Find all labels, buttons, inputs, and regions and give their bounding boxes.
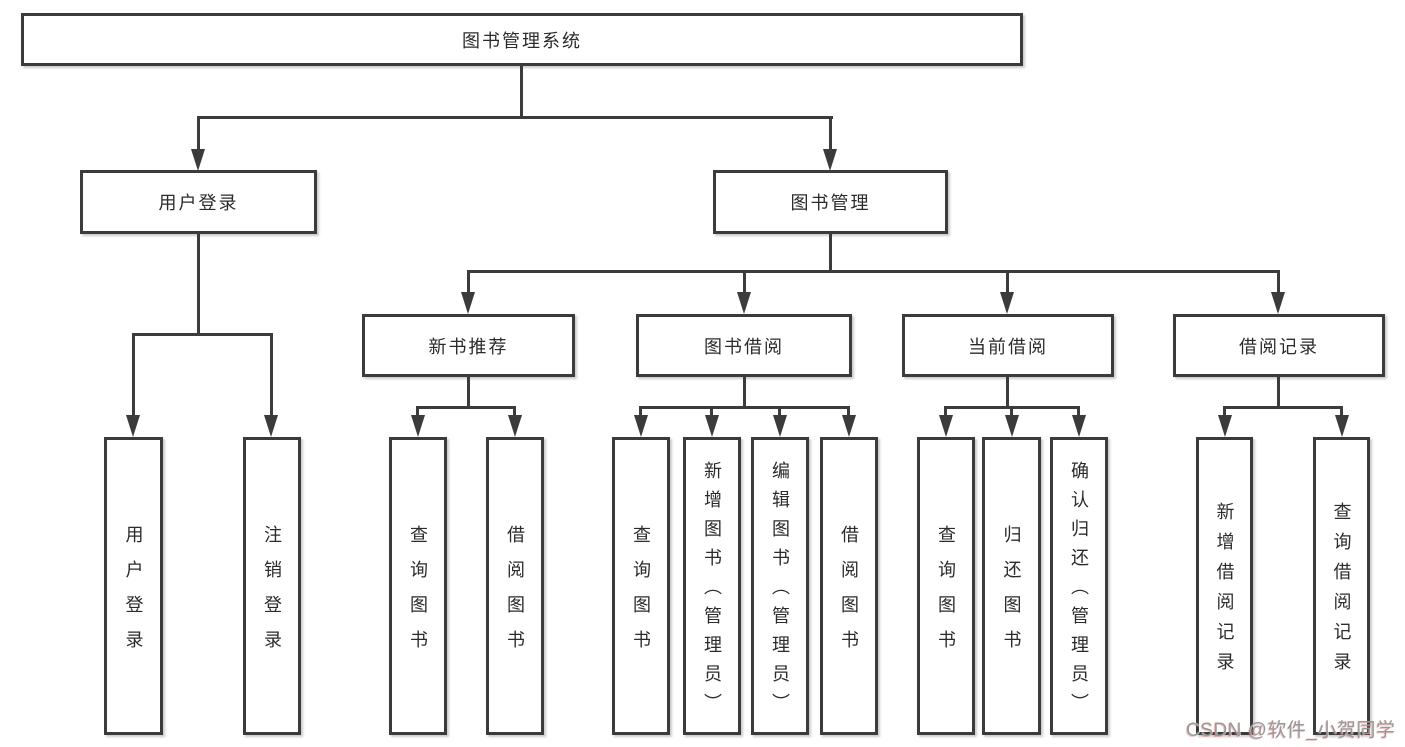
node-new-book-recommend: 新书推荐 — [362, 314, 575, 377]
connector-line-horizontal — [197, 116, 833, 119]
arrow-down-icon — [1005, 415, 1019, 437]
node-label: 借阅图书 — [839, 524, 859, 665]
arrow-down-icon — [264, 415, 278, 437]
node-book-management: 图书管理 — [713, 170, 948, 234]
node-label: 新书推荐 — [428, 336, 509, 357]
connector-line-vertical — [743, 270, 746, 294]
connector-line-vertical — [1277, 270, 1280, 294]
connector-line-horizontal — [416, 406, 516, 409]
arrow-down-icon — [705, 415, 719, 437]
arrow-down-icon — [191, 149, 205, 171]
arrow-down-icon — [842, 415, 856, 437]
node-label: 注销登录 — [262, 524, 282, 665]
node-label: 图书管理系统 — [462, 30, 582, 51]
connector-line-vertical — [197, 232, 200, 336]
arrow-down-icon — [508, 415, 522, 437]
arrow-down-icon — [1218, 415, 1232, 437]
connector-line-vertical — [520, 63, 523, 119]
connector-line-vertical — [132, 333, 135, 417]
node-label: 用户登录 — [158, 193, 239, 213]
node-label: 当前借阅 — [968, 336, 1048, 357]
connector-line-vertical — [467, 375, 470, 409]
leaf-add-book-admin: 新增图书（管理员） — [683, 437, 741, 735]
connector-line-vertical — [639, 406, 642, 417]
leaf-current-query-book: 查询图书 — [917, 437, 975, 735]
node-label: 查询借阅记录 — [1331, 502, 1352, 682]
connector-line-vertical — [513, 406, 516, 417]
leaf-borrow-query-book: 查询图书 — [612, 437, 670, 735]
connector-line-vertical — [1223, 406, 1226, 417]
arrow-down-icon — [1072, 415, 1086, 437]
connector-line-vertical — [1006, 270, 1009, 294]
node-current-borrow: 当前借阅 — [902, 314, 1114, 377]
node-label: 用户登录 — [123, 524, 144, 665]
connector-line-vertical — [1277, 375, 1280, 409]
connector-line-vertical — [847, 406, 850, 417]
leaf-confirm-return-admin: 确认归还（管理员） — [1050, 437, 1108, 735]
node-label: 查询图书 — [408, 524, 428, 665]
node-label: 借阅图书 — [505, 524, 525, 665]
node-label: 图书借阅 — [704, 336, 784, 357]
node-label: 编辑图书（管理员） — [770, 461, 790, 722]
arrow-down-icon — [823, 149, 837, 171]
arrow-down-icon — [773, 415, 787, 437]
leaf-query-borrow-record: 查询借阅记录 — [1313, 437, 1370, 735]
connector-line-vertical — [829, 116, 832, 150]
connector-line-vertical — [416, 406, 419, 417]
leaf-recommend-query-book: 查询图书 — [389, 437, 447, 735]
arrow-down-icon — [939, 415, 953, 437]
connector-line-horizontal — [639, 406, 850, 409]
connector-line-vertical — [467, 270, 470, 294]
leaf-recommend-borrow-book: 借阅图书 — [486, 437, 544, 735]
connector-line-vertical — [1340, 406, 1343, 417]
arrow-down-icon — [1271, 292, 1285, 314]
arrow-down-icon — [737, 292, 751, 314]
arrow-down-icon — [411, 415, 425, 437]
arrow-down-icon — [634, 415, 648, 437]
arrow-down-icon — [461, 292, 475, 314]
connector-line-vertical — [1010, 406, 1013, 417]
node-label: 新增借阅记录 — [1214, 502, 1235, 682]
connector-line-vertical — [270, 333, 273, 417]
leaf-borrow-borrow-book: 借阅图书 — [820, 437, 878, 735]
node-label: 新增图书（管理员） — [702, 461, 722, 722]
arrow-down-icon — [1000, 292, 1014, 314]
connector-line-vertical — [197, 116, 200, 150]
connector-line-vertical — [1006, 375, 1009, 409]
connector-line-vertical — [743, 375, 746, 409]
node-label: 借阅记录 — [1239, 336, 1319, 357]
node-label: 查询图书 — [631, 524, 651, 665]
connector-line-vertical — [829, 232, 832, 273]
node-book-borrow: 图书借阅 — [636, 314, 852, 377]
node-label: 图书管理 — [790, 193, 871, 213]
node-label: 归还图书 — [1001, 524, 1022, 665]
leaf-user-login: 用户登录 — [104, 437, 163, 735]
arrow-down-icon — [1335, 415, 1349, 437]
leaf-logout: 注销登录 — [243, 437, 301, 735]
leaf-return-book: 归还图书 — [982, 437, 1041, 735]
node-root-library-system: 图书管理系统 — [21, 13, 1023, 66]
node-label: 确认归还（管理员） — [1069, 461, 1089, 722]
leaf-edit-book-admin: 编辑图书（管理员） — [751, 437, 809, 735]
csdn-watermark: CSDN @软件_小贺同学 — [1186, 720, 1396, 741]
arrow-down-icon — [126, 415, 140, 437]
node-label: 查询图书 — [936, 524, 956, 665]
connector-line-horizontal — [467, 270, 1280, 273]
leaf-add-borrow-record: 新增借阅记录 — [1196, 437, 1253, 735]
connector-line-vertical — [778, 406, 781, 417]
connector-line-horizontal — [1223, 406, 1343, 409]
connector-line-vertical — [1077, 406, 1080, 417]
node-user-login: 用户登录 — [80, 170, 317, 234]
connector-line-vertical — [944, 406, 947, 417]
connector-line-vertical — [710, 406, 713, 417]
node-borrow-records: 借阅记录 — [1173, 314, 1385, 377]
connector-line-horizontal — [132, 333, 273, 336]
